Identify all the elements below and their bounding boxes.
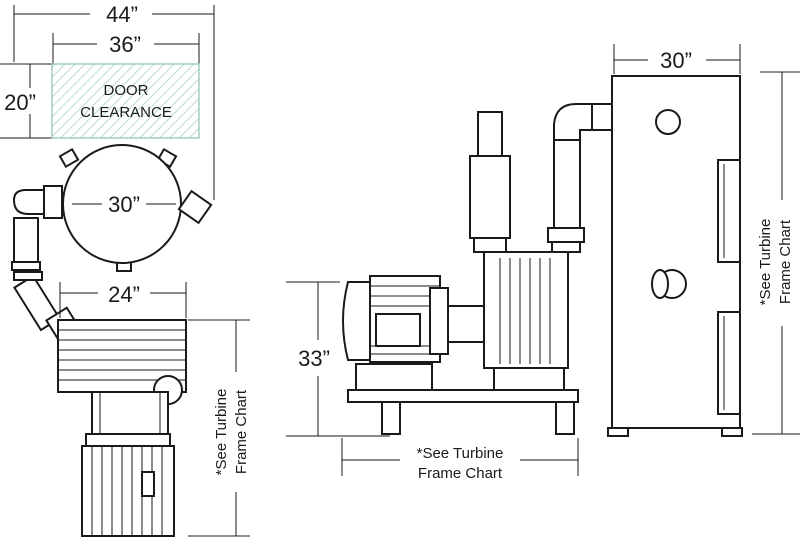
pipe-offset-label: 24” — [108, 282, 140, 307]
cabinet-width-label: 30” — [660, 48, 692, 73]
top-view-motor — [81, 433, 175, 537]
top-view-height-dimension: *See Turbine Frame Chart — [188, 319, 250, 537]
height-dimension: 33” — [286, 281, 390, 437]
base-width-dimension: *See Turbine Frame Chart — [341, 438, 579, 482]
door-depth-label: 20” — [4, 90, 36, 115]
side-exhaust — [469, 111, 511, 253]
tank-diameter-label: 30” — [108, 192, 140, 217]
tank-top: 30” — [58, 144, 213, 272]
side-base-note-line2: Frame Chart — [418, 465, 503, 482]
cabinet-inlet — [651, 269, 687, 299]
base-frame — [347, 363, 579, 435]
cabinet-width-dimension: 30” — [613, 44, 741, 74]
side-view: 33” — [286, 103, 613, 482]
side-motor — [342, 275, 485, 363]
door-width-label: 36” — [109, 32, 141, 57]
cabinet-view: 30” *See Turbine Frame Chart — [607, 44, 800, 437]
door-clearance-line1: DOOR — [104, 82, 149, 99]
top-view: 44” 36” 20” DOOR CLEARANCE — [0, 2, 250, 537]
side-riser-pipe — [547, 103, 613, 253]
top-view-note-line2: Frame Chart — [233, 389, 250, 474]
door-clearance-area: DOOR CLEARANCE — [51, 63, 200, 139]
cabinet-note-line1: *See Turbine — [757, 219, 774, 306]
cabinet-hinge-top — [717, 159, 741, 263]
cabinet-height-dimension: *See Turbine Frame Chart — [752, 71, 800, 435]
door-clearance-line2: CLEARANCE — [80, 104, 172, 121]
pipe-offset-dimension: 24” — [59, 282, 187, 318]
cabinet-hinge-bottom — [717, 311, 741, 415]
door-width-dimension: 36” — [52, 32, 200, 64]
top-view-note-line1: *See Turbine — [213, 389, 230, 476]
side-blower — [483, 251, 569, 391]
overall-width-label: 44” — [106, 2, 138, 27]
cabinet-note-line2: Frame Chart — [777, 219, 794, 304]
overall-width-dimension: 44” — [13, 2, 215, 200]
top-view-blower — [57, 319, 187, 435]
height-label: 33” — [298, 346, 330, 371]
door-depth-dimension: 20” — [0, 63, 52, 139]
side-base-note-line1: *See Turbine — [417, 445, 504, 462]
cabinet-port — [655, 109, 681, 135]
